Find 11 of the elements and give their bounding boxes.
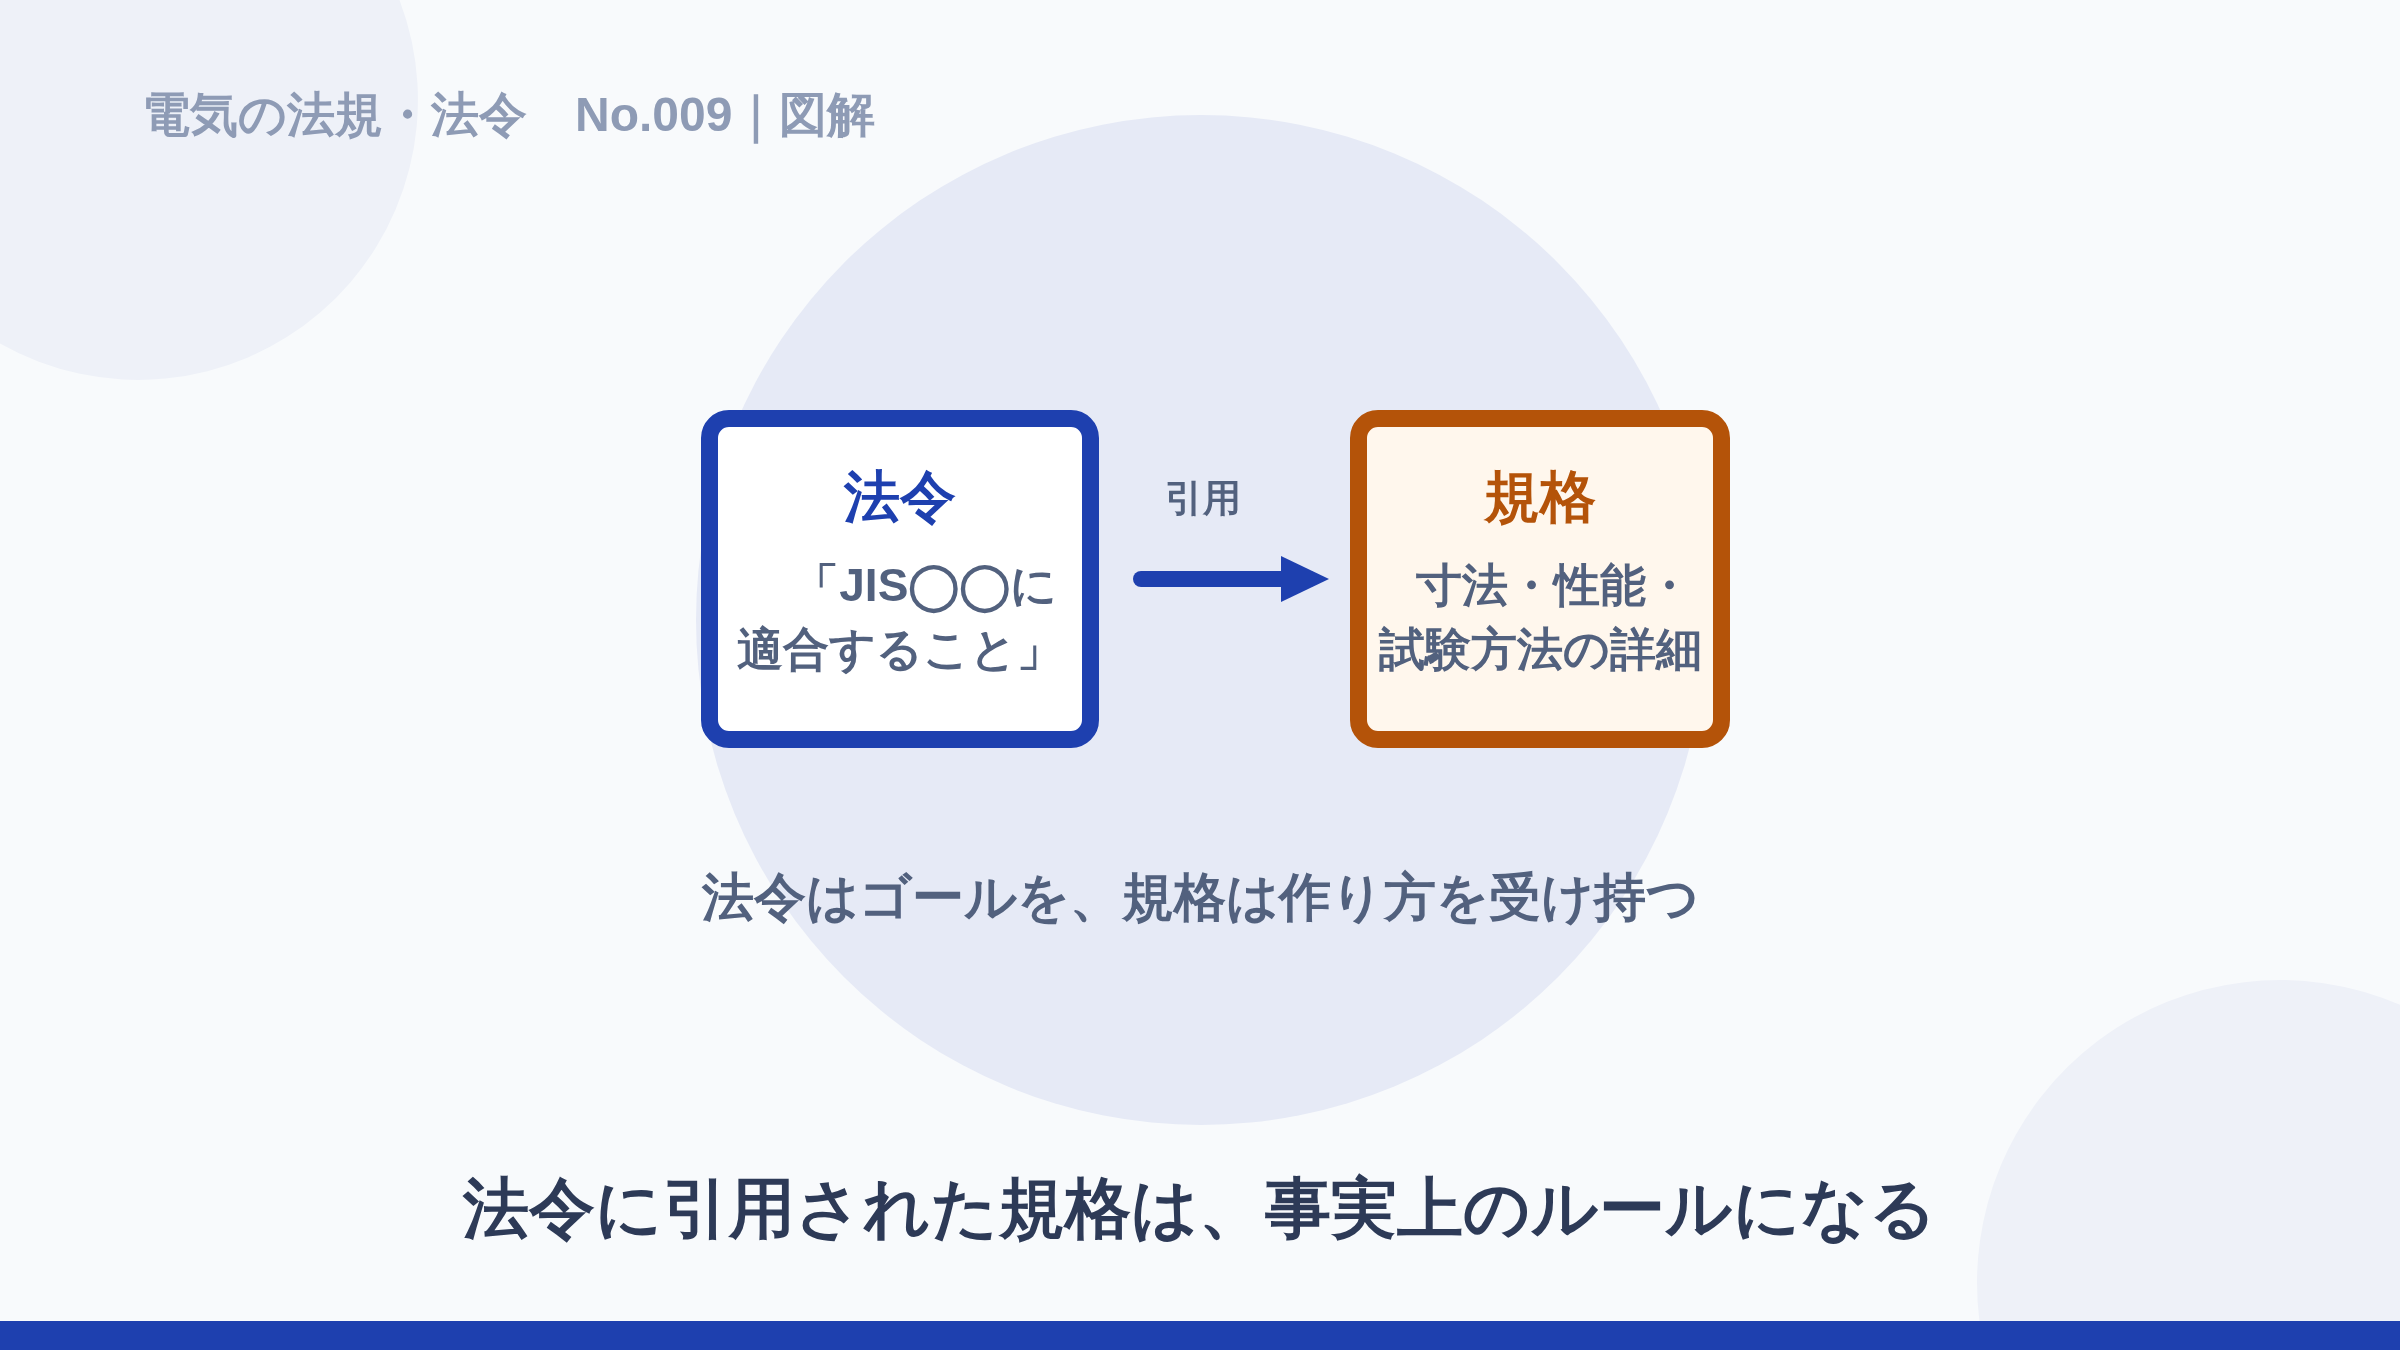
caption-text: 法令に引用された規格は、事実上のルールになる xyxy=(463,1170,1937,1247)
arrow xyxy=(1133,556,1329,602)
box-heading: 法令 xyxy=(844,464,956,530)
edge-label: 引用 xyxy=(1165,475,1241,521)
header-title: 電気の法規・法令 No.009｜図解 xyxy=(142,83,876,147)
box-description: 「JIS◯◯に適合すること」 xyxy=(736,558,1064,677)
concept-box xyxy=(1350,410,1730,748)
box-heading: 規格 xyxy=(1484,464,1596,530)
summary-text: 法令はゴールを、規格は作り方を受け持つ xyxy=(701,867,1699,928)
concept-box xyxy=(701,410,1099,748)
box-description: 寸法・性能・試験方法の詳細 xyxy=(1377,558,1703,677)
